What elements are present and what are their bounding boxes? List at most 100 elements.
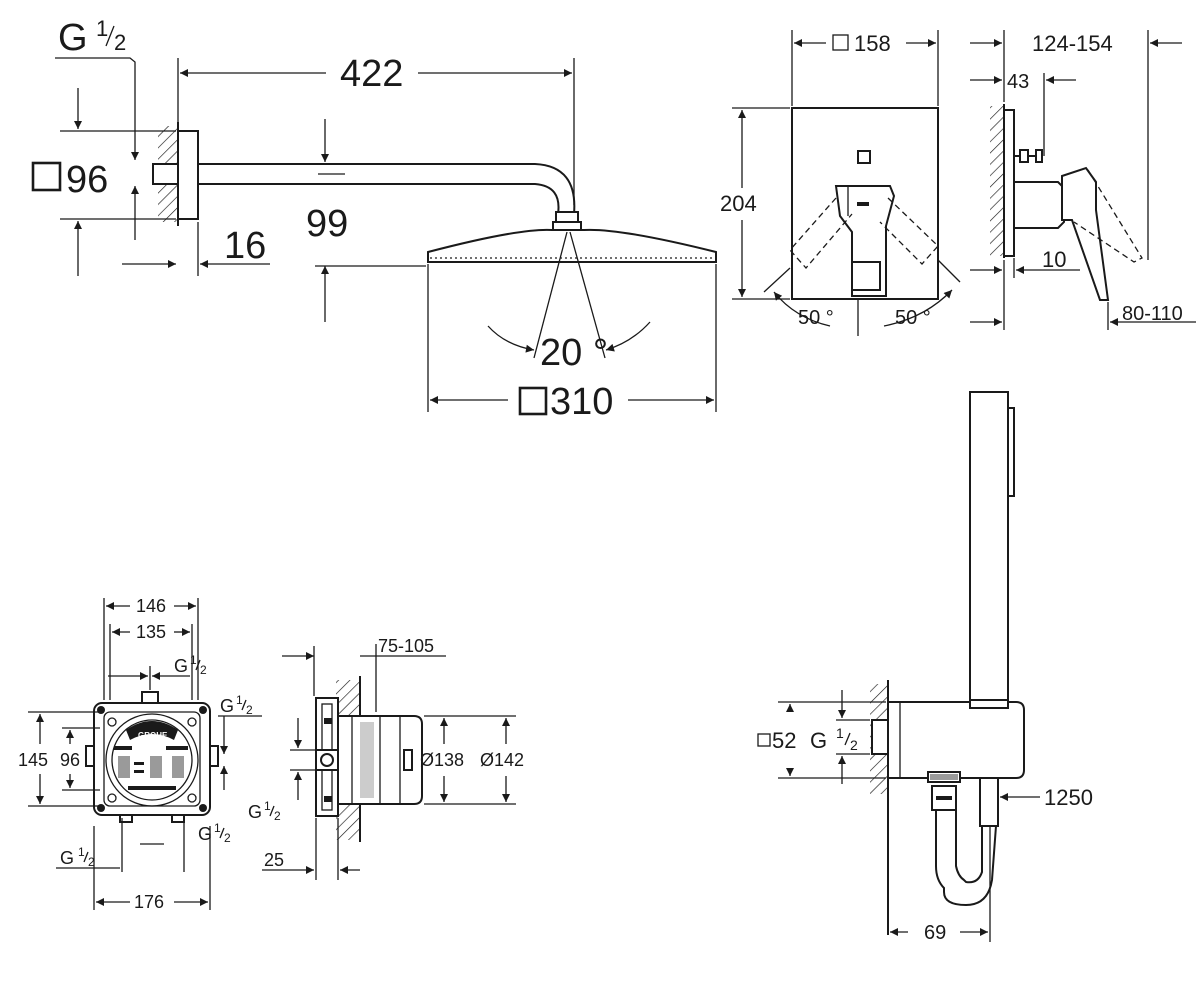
hand-shower-plate-size: 52 [772, 728, 796, 753]
marking-block [134, 770, 144, 773]
rough-in-thread-num: 1 [264, 799, 271, 813]
shower-holder [887, 701, 1025, 779]
rough-in-offset: 25 [264, 850, 284, 870]
rough-in-thread-den: 2 [88, 855, 95, 869]
marking-block [166, 746, 188, 750]
knob-side [1019, 149, 1029, 163]
square-symbol-icon [31, 161, 62, 192]
rough-in-thread-den: 2 [200, 663, 207, 677]
head-plate-offset: 16 [224, 225, 266, 267]
rough-in-thread-num: 1 [190, 653, 197, 667]
mixer-body-side [1013, 181, 1065, 229]
rough-in-diameter-outer: Ø142 [480, 750, 524, 770]
square-symbol-icon [757, 733, 771, 747]
rough-in-height-outer: 145 [18, 750, 48, 770]
rough-in-wall-depth: 75-105 [378, 636, 434, 656]
corner-screw [107, 793, 117, 803]
rough-in-thread-den: 2 [274, 809, 281, 823]
rough-in-thread-num: 1 [78, 845, 85, 859]
corner-screw [199, 706, 207, 714]
head-size: 310 [550, 381, 613, 423]
bottom-port [119, 814, 133, 823]
rough-in-width-outer: 146 [136, 596, 166, 616]
side-port [315, 749, 339, 771]
corner-screw [187, 717, 197, 727]
trim-plate-side [1003, 109, 1015, 257]
rough-in-brand: GROHE [138, 731, 168, 740]
marking-block [172, 756, 184, 778]
shower-arm [198, 163, 576, 218]
hand-shower-thread-num: 1 [836, 725, 844, 741]
marking-block [118, 756, 130, 778]
side-connector [324, 796, 332, 802]
head-plate-size: 96 [66, 159, 108, 201]
head-thread-num: 1 [96, 16, 108, 41]
hose-nut-mark [936, 796, 952, 800]
trim-indicator [857, 150, 871, 164]
hand-shower-handle [969, 391, 1009, 703]
rough-in-thread-label: G [248, 802, 262, 822]
rough-in-thread-label: G [60, 848, 74, 868]
trim-plate-height: 204 [720, 191, 757, 216]
rough-in-thread-den: 2 [224, 831, 231, 845]
head-shower-view: G 1 2 422 96 16 99 20 ° [31, 16, 717, 423]
grohe-logo [126, 721, 178, 740]
hand-shower-view: 52 G 1 2 1250 69 [757, 391, 1093, 944]
trim-projection-range: 80-110 [1122, 303, 1183, 325]
top-port [141, 691, 159, 704]
rough-in-height-inner: 96 [60, 750, 80, 770]
dial-inner [111, 719, 193, 801]
arm-nut [555, 211, 579, 223]
hand-shower-end [979, 777, 999, 827]
rough-in-thread-den: 2 [246, 703, 253, 717]
wall-hatch [990, 106, 1004, 256]
arm-nut-lower [552, 221, 582, 231]
square-symbol-icon [832, 34, 849, 51]
rough-in-thread-label: G [220, 696, 234, 716]
trim-rotation-right: 50 ° [895, 307, 931, 329]
head-thread-den: 2 [114, 30, 126, 55]
mixer-lever-side [1061, 166, 1110, 301]
grohe-badge [857, 202, 869, 206]
hand-shower-projection: 69 [924, 922, 946, 944]
shower-hose [935, 778, 997, 907]
rough-in-diameter-inner: Ø138 [420, 750, 464, 770]
corner-screw [187, 793, 197, 803]
marking-block [134, 762, 144, 765]
bottom-port [171, 814, 185, 823]
right-port [209, 745, 219, 767]
corner-screw [97, 706, 105, 714]
side-port-ring [320, 753, 334, 767]
hand-shower-thread-label: G [810, 728, 827, 753]
rough-in-thread-label: G [174, 656, 188, 676]
rough-in-thread-num: 1 [214, 821, 221, 835]
corner-screw [199, 804, 207, 812]
shower-arm-thread [152, 163, 179, 185]
head-thread-label: G [58, 17, 88, 59]
side-connector [403, 749, 413, 771]
rough-in-front-view: GROHE 146 135 G [18, 596, 262, 912]
side-connector [324, 718, 332, 724]
lever-tip [851, 261, 881, 291]
trim-rotation-left: 50 ° [798, 307, 834, 329]
rough-in-width-inner: 135 [136, 622, 166, 642]
trim-plate-depth: 10 [1042, 247, 1066, 272]
hand-shower-hose-length: 1250 [1044, 785, 1093, 810]
rough-in-thread-label: G [198, 824, 212, 844]
hand-shower-thread-den: 2 [850, 737, 858, 753]
mixer-trim-front-view: 158 204 50 ° 50 ° [720, 30, 961, 336]
trim-plate-size: 158 [854, 31, 891, 56]
rough-in-side-view: 75-105 G 1 2 Ø138 Ø142 25 [248, 636, 524, 880]
shower-arm-plate [177, 130, 199, 220]
rough-in-width-ports: 176 [134, 892, 164, 912]
hand-shower-nozzles [1008, 407, 1015, 497]
dial-outer [105, 713, 199, 807]
hand-shower-base [969, 699, 1009, 709]
marking-block [128, 786, 176, 790]
trim-depth-range: 124-154 [1032, 31, 1113, 56]
corner-screw [107, 717, 117, 727]
head-drop: 99 [306, 203, 348, 245]
head-arm-length: 422 [340, 53, 403, 95]
knob-cap [1035, 149, 1043, 163]
